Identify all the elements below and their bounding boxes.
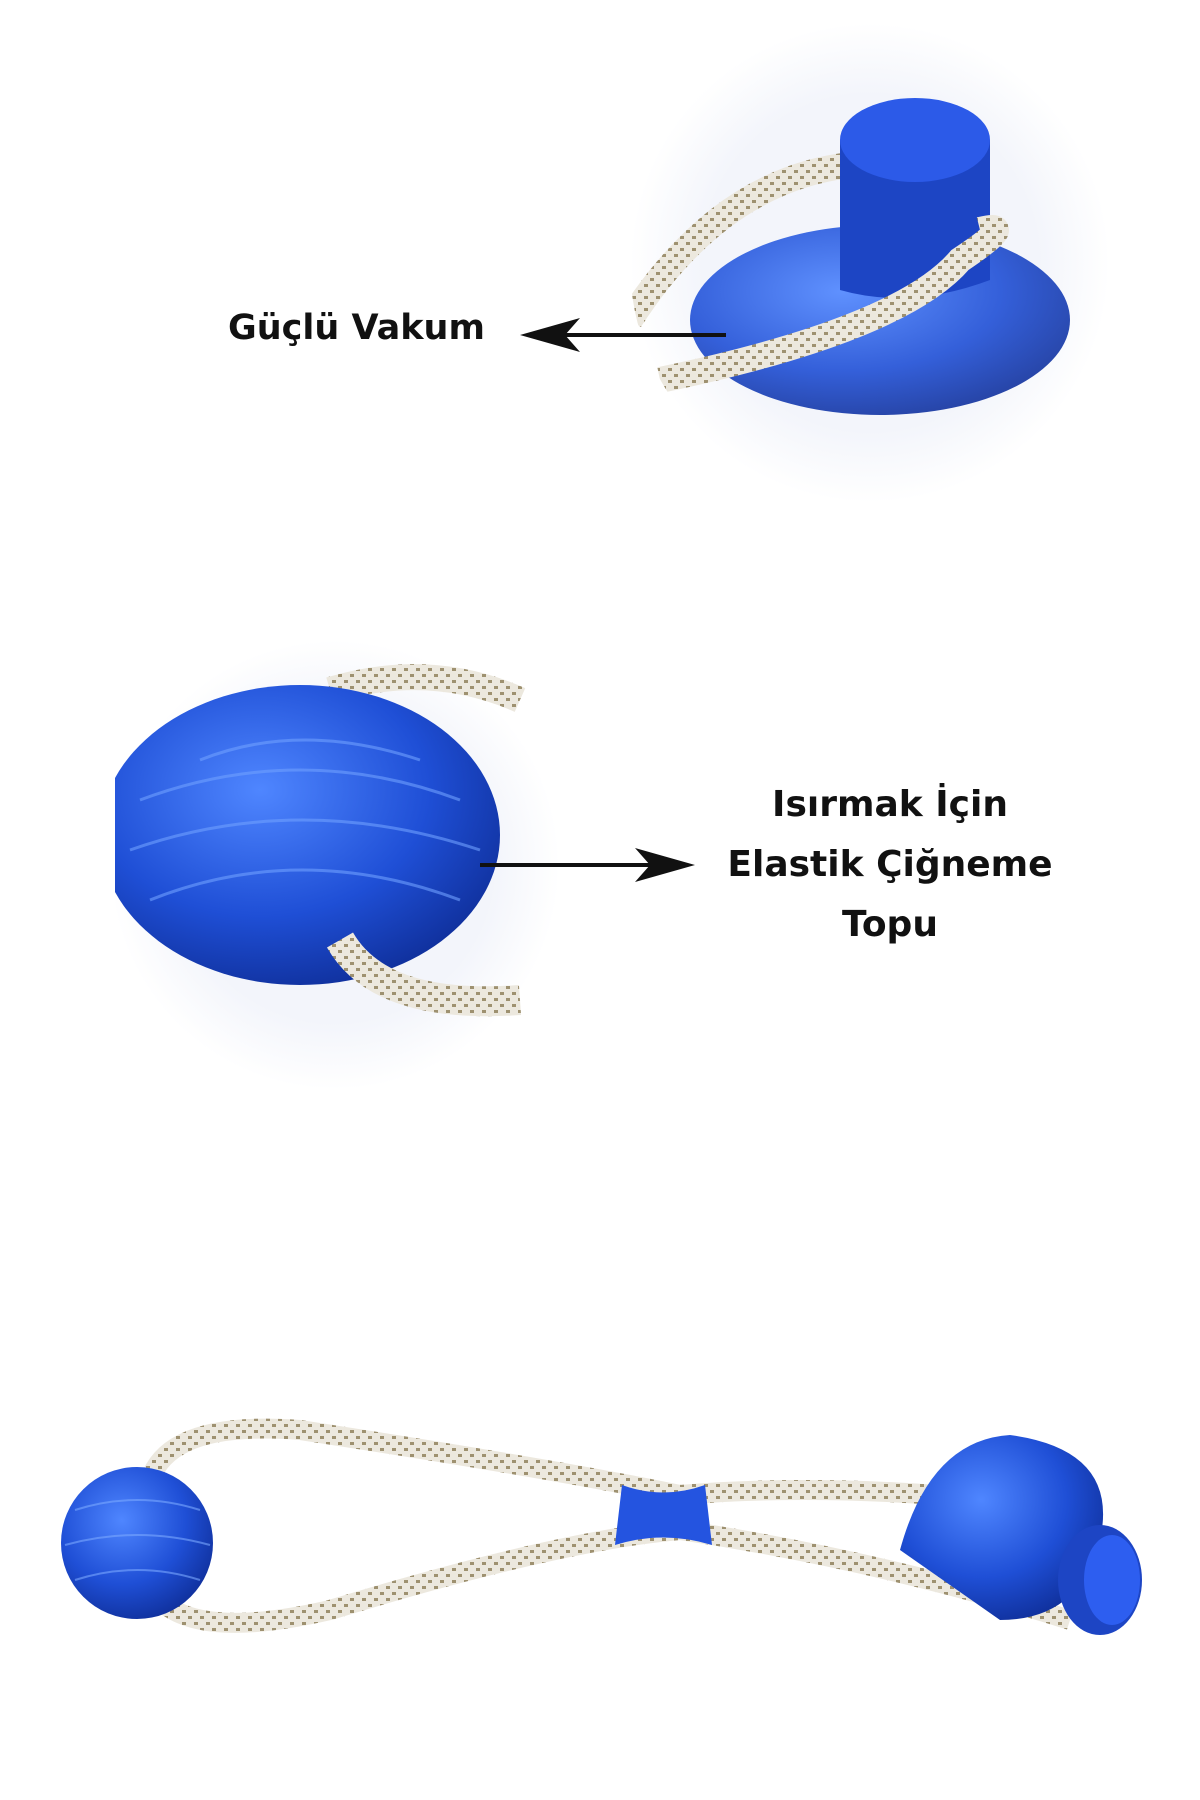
chew-ball-label-line2: Elastik Çiğneme (727, 844, 1053, 885)
chew-ball-label-line1: Isırmak İçin (772, 784, 1008, 825)
arrow-to-vacuum (520, 318, 726, 352)
chew-ball-closeup (115, 640, 560, 1090)
full-toy-product (61, 1418, 1142, 1635)
arrow-to-ball-label (480, 848, 695, 882)
vacuum-label: Güçlü Vakum (228, 308, 485, 348)
suction-cup-closeup (630, 23, 1110, 503)
chew-ball-label-line3: Topu (842, 904, 938, 945)
chew-ball-label: Isırmak İçin Elastik Çiğneme Topu (700, 775, 1080, 955)
